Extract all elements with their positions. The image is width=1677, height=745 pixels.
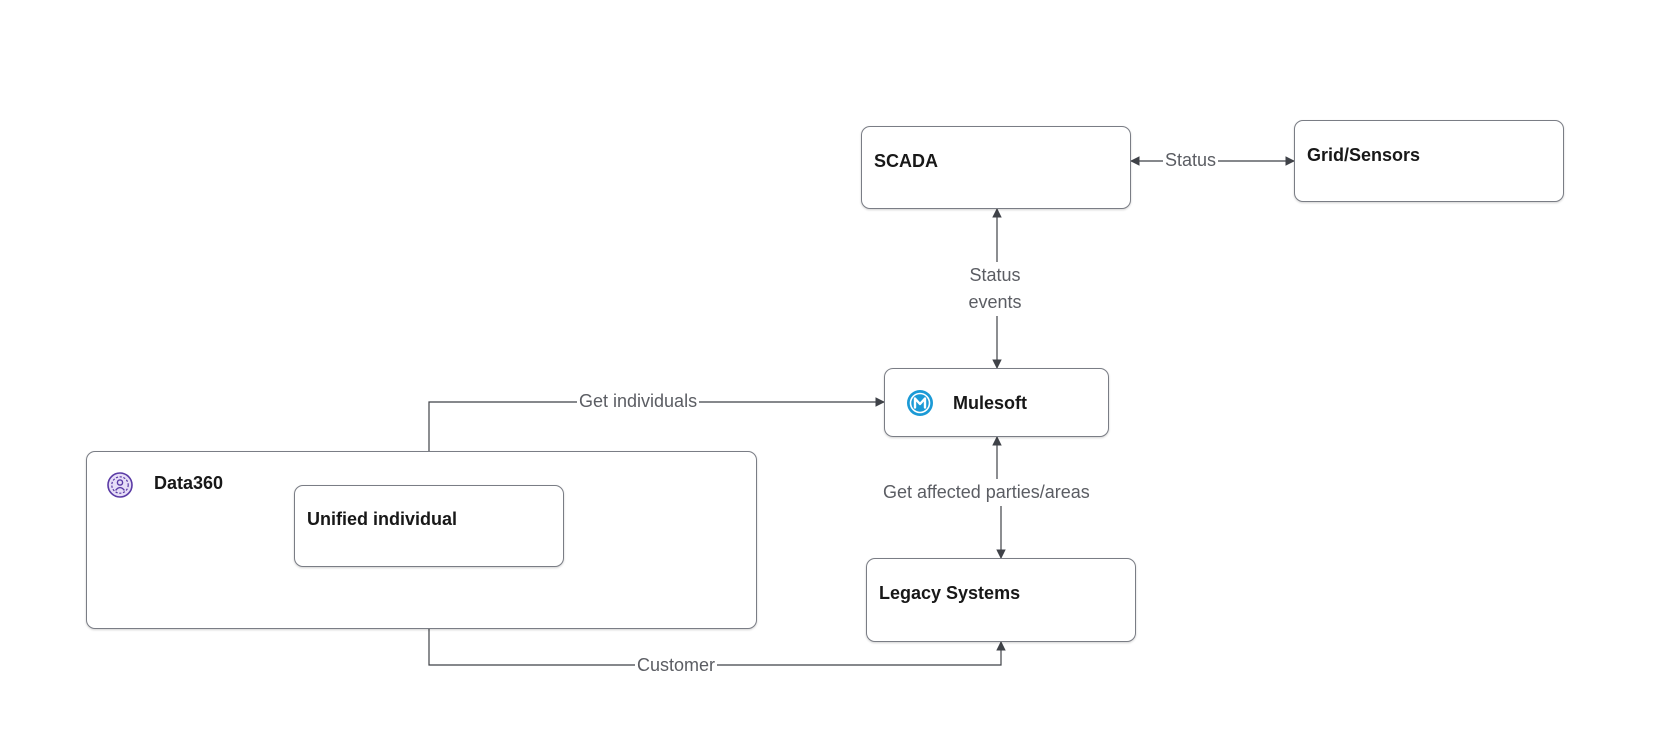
legacy-systems-node[interactable]: Legacy Systems: [866, 558, 1136, 642]
unified-individual-title: Unified individual: [307, 509, 458, 529]
edge-label-customer: Customer: [635, 652, 718, 679]
edge-label-get-affected: Get affected parties/areas: [881, 479, 1092, 506]
scada-title: SCADA: [874, 151, 939, 171]
legacy-systems-title: Legacy Systems: [879, 583, 1021, 603]
edge-label-status-events-line2: events: [968, 292, 1022, 312]
edge-label-status-events-line1: Status: [969, 265, 1021, 285]
mulesoft-node[interactable]: Mulesoft: [884, 368, 1109, 437]
scada-node[interactable]: SCADA: [861, 126, 1131, 209]
grid-sensors-title: Grid/Sensors: [1307, 145, 1421, 165]
edge-label-status: Status: [1163, 147, 1219, 174]
unified-individual-node[interactable]: Unified individual: [294, 485, 564, 567]
grid-sensors-node[interactable]: Grid/Sensors: [1294, 120, 1564, 202]
mulesoft-icon: [906, 389, 934, 417]
data360-title: Data360: [154, 473, 224, 493]
data360-icon: [107, 472, 133, 498]
mulesoft-title: Mulesoft: [953, 393, 1027, 413]
edge-label-get-individuals: Get individuals: [577, 388, 700, 415]
edge-label-status-events: Status events: [963, 262, 1027, 316]
